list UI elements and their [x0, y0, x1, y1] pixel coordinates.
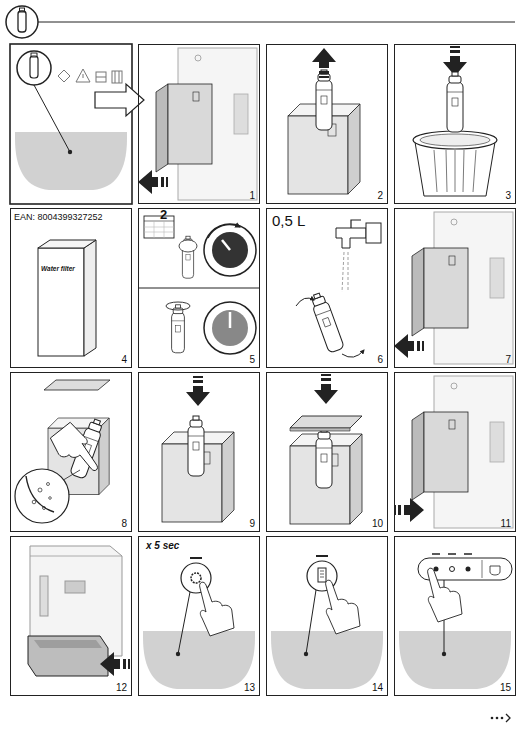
step-panel: 4 — [10, 208, 132, 368]
step-panel: 5 — [138, 208, 260, 368]
step-panel: 12 — [10, 536, 132, 696]
intro-panel — [10, 44, 132, 204]
step-13-art — [143, 558, 255, 689]
step-panel: 2 — [266, 44, 388, 204]
step-panel: 6 — [266, 208, 388, 368]
step-panel: 7 — [394, 208, 516, 368]
step-10-art — [290, 374, 362, 524]
step-12-art — [28, 546, 130, 676]
step-panel: 10 — [266, 372, 388, 532]
step-9-art — [162, 376, 234, 522]
step-8-art — [15, 380, 110, 523]
annotation-text: 2 — [160, 208, 167, 221]
annotation-text: Water filter — [41, 266, 75, 273]
annotation-text: x 5 sec — [146, 541, 179, 551]
step-number: 5 — [249, 355, 255, 365]
annotation-text: 0,5 L — [272, 213, 305, 228]
annotation-text: EAN: 8004399327252 — [14, 213, 103, 222]
step-1-art — [138, 48, 257, 200]
next-arrow — [95, 84, 144, 116]
step-panel: 11 — [394, 372, 516, 532]
step-number: 14 — [372, 683, 383, 693]
step-15-art — [399, 554, 512, 689]
step-6-art — [296, 220, 381, 357]
step-number: 6 — [377, 355, 383, 365]
step-panel: 13 — [138, 536, 260, 696]
step-number: 8 — [121, 519, 127, 529]
step-panel: 1 — [138, 44, 260, 204]
step-panel: 14 — [266, 536, 388, 696]
step-4-art — [38, 240, 96, 356]
step-number: 15 — [500, 683, 511, 693]
step-number: 12 — [116, 683, 127, 693]
step-2-art — [288, 48, 360, 194]
continue-mark — [491, 714, 510, 722]
step-11-art — [394, 376, 513, 528]
step-5-art — [138, 216, 260, 354]
step-panel: 3 — [394, 44, 516, 204]
step-14-art — [271, 556, 383, 689]
step-7-art — [394, 212, 513, 364]
step-number: 4 — [121, 355, 127, 365]
step-panel: 8 — [10, 372, 132, 532]
header-icon — [6, 6, 515, 38]
step-number: 3 — [505, 191, 511, 201]
step-number: 13 — [244, 683, 255, 693]
step-number: 2 — [377, 191, 383, 201]
step-3-art — [413, 46, 497, 196]
step-panel: 15 — [394, 536, 516, 696]
step-number: 9 — [249, 519, 255, 529]
step-number: 10 — [372, 519, 383, 529]
step-number: 7 — [505, 355, 511, 365]
step-panel: 9 — [138, 372, 260, 532]
step-number: 1 — [249, 191, 255, 201]
step-number: 11 — [501, 519, 511, 529]
